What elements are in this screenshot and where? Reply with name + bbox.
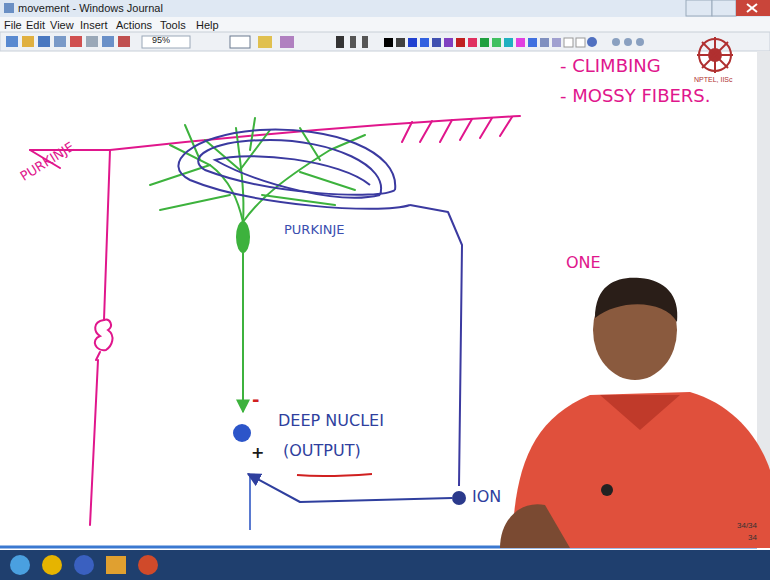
underline [297, 474, 372, 476]
annotation: PURKINJE [18, 140, 77, 184]
menu-text: Edit [26, 19, 45, 31]
nucleus-dot [452, 491, 466, 505]
maximize-button [712, 0, 736, 16]
annotation: - MOSSY FIBERS. [560, 86, 711, 106]
output-axon [249, 476, 251, 530]
synapse-sign: - [252, 390, 259, 410]
close-glyph [747, 4, 757, 12]
connector [410, 205, 462, 486]
menu-text: File [4, 19, 22, 31]
purkinje-cell: PURKINJE [140, 105, 410, 260]
app-icon [4, 3, 14, 13]
title-bar [0, 0, 770, 17]
climbing-fiber-loops [178, 130, 410, 209]
menu-text: Tools [160, 19, 186, 31]
menu-bar [0, 17, 770, 32]
menu-text: View [50, 19, 74, 31]
toolbar [0, 32, 770, 51]
node-label: ION [472, 488, 501, 506]
toolbar-icons [6, 36, 644, 48]
minimize-button [686, 0, 712, 16]
menu-text: Actions [116, 19, 152, 31]
node-label: PURKINJE [284, 223, 345, 237]
nucleus-dot [233, 424, 251, 442]
nptel-logo [697, 37, 733, 73]
connector [242, 260, 244, 412]
magenta-drawing [30, 116, 520, 525]
inferior-olive: ION [452, 486, 507, 510]
page-number: 34 [748, 534, 757, 543]
synapse-sign: + [251, 444, 264, 462]
menu-text: 95% [152, 36, 170, 46]
menu-text: Help [196, 19, 219, 31]
taskbar-icons [10, 555, 158, 575]
annotation: ONE [566, 254, 601, 272]
annotation: NPTEL, IISc [694, 76, 733, 84]
annotation: - CLIMBING [560, 56, 661, 76]
node-label: (OUTPUT) [283, 442, 361, 460]
deep-nucleus: DEEP NUCLEI (OUTPUT) [232, 412, 390, 474]
menu-text: Insert [80, 19, 108, 31]
menu-text: movement - Windows Journal [18, 2, 163, 14]
node-label: DEEP NUCLEI [278, 412, 384, 430]
taskbar [0, 550, 770, 580]
purkinje-soma [236, 221, 250, 253]
close-glyph [747, 4, 757, 12]
lecturer [500, 278, 770, 548]
page-number: 34/34 [737, 522, 757, 531]
close-button [736, 0, 770, 16]
connector [248, 474, 452, 502]
